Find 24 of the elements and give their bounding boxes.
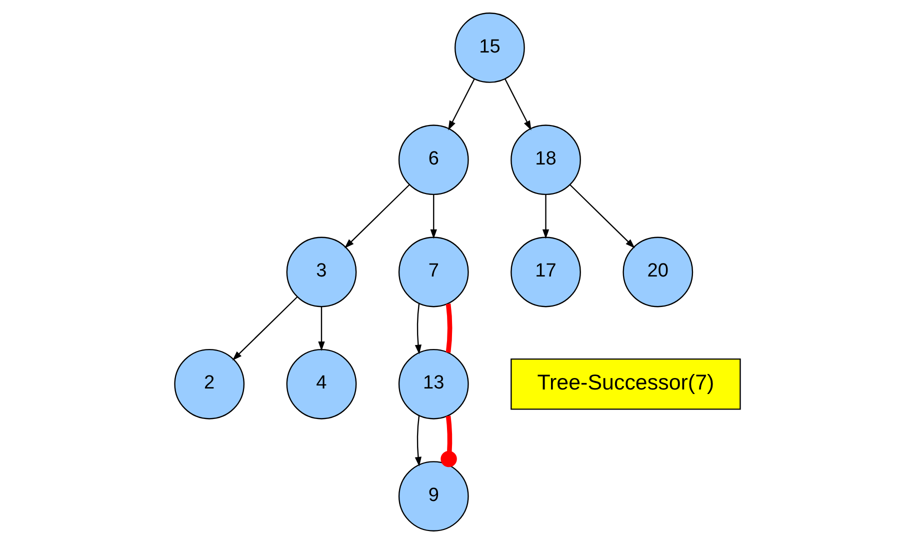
- arrow: [232, 296, 298, 360]
- node-circle: 6: [398, 124, 469, 196]
- arrow: [414, 304, 422, 354]
- node-circle: 17: [510, 236, 581, 308]
- node-circle: 18: [510, 124, 581, 196]
- arrow: [542, 194, 550, 239]
- arrow: [318, 306, 325, 352]
- node-circle: 20: [622, 236, 694, 308]
- arrow: [430, 194, 437, 239]
- node-circle: 7: [398, 236, 469, 308]
- node-circle: 15: [454, 12, 525, 83]
- arrow: [504, 78, 532, 130]
- node-box: Tree-Successor(7): [510, 358, 741, 410]
- arrow: [344, 184, 410, 248]
- node-circle: 13: [398, 348, 469, 420]
- node-circle: 9: [398, 461, 469, 532]
- arrow: [414, 416, 422, 466]
- connector: [446, 303, 452, 353]
- node-circle: 4: [286, 348, 357, 420]
- arrow: [448, 78, 475, 130]
- node-circle: 2: [174, 348, 245, 420]
- connector: [440, 416, 457, 468]
- node-circle: 3: [286, 236, 357, 308]
- arrow: [570, 184, 635, 248]
